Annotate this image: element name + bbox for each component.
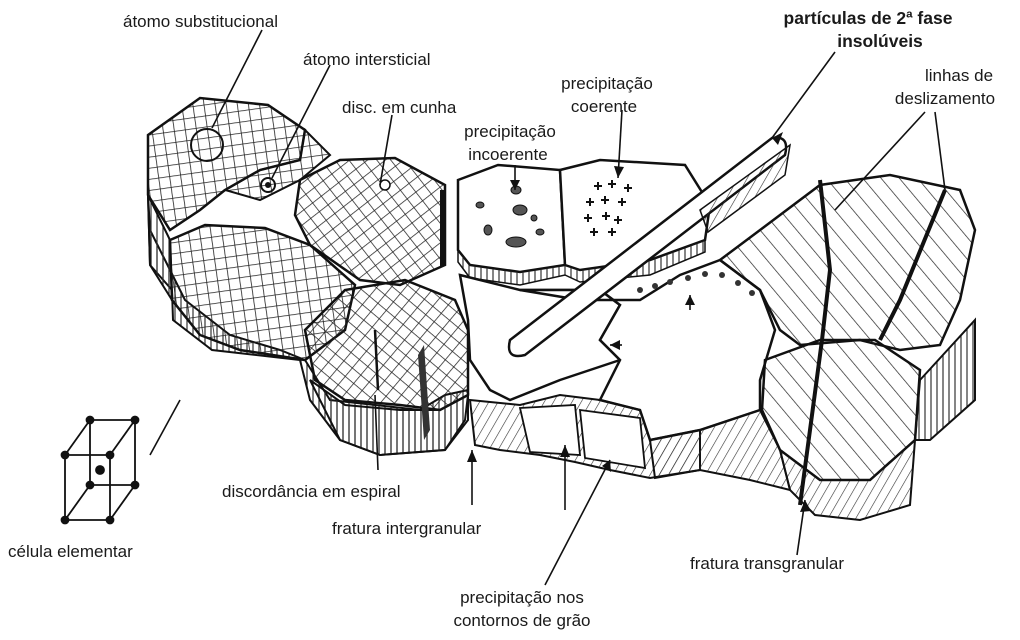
label-coherent-precipitation-line2: coerente (571, 97, 637, 117)
label-transgranular-fracture: fratura transgranular (690, 554, 844, 574)
label-unit-cell: célula elementar (8, 542, 133, 562)
label-substitutional-atom: átomo substitucional (123, 12, 278, 32)
label-second-phase-line2: insolúveis (837, 31, 923, 51)
unit-cell-cube (62, 417, 139, 524)
label-intergranular-fracture: fratura intergranular (332, 519, 481, 539)
lattice-grains (148, 98, 468, 455)
label-edge-dislocation: disc. em cunha (342, 98, 456, 118)
label-incoherent-precipitation-line2: incoerente (468, 145, 547, 165)
label-incoherent-precipitation-line1: precipitação (464, 122, 556, 142)
label-coherent-precipitation-line1: precipitação (561, 74, 653, 94)
label-second-phase-line1: partículas de 2ª fase (784, 8, 953, 28)
label-interstitial-atom: átomo intersticial (303, 50, 431, 70)
label-boundary-precipitation-line2: contornos de grão (453, 611, 590, 631)
label-boundary-precipitation-line1: precipitação nos (460, 588, 584, 608)
label-slip-lines-line1: linhas de (925, 66, 993, 86)
label-slip-lines-line2: deslizamento (895, 89, 995, 109)
label-screw-dislocation: discordância em espiral (222, 482, 401, 502)
